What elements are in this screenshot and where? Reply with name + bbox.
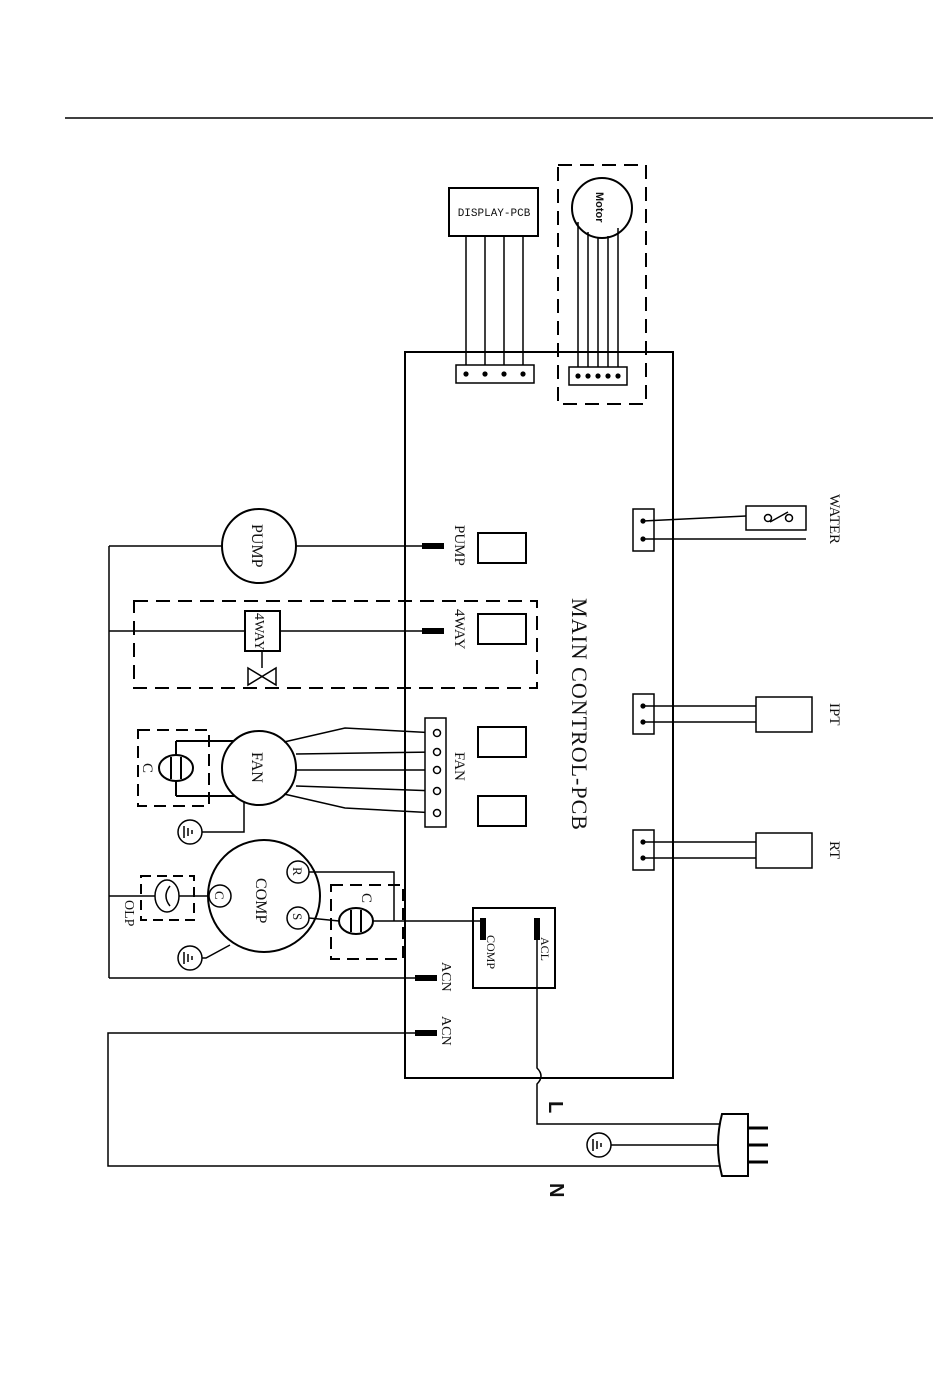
- compressor-terminal-c-label: C: [212, 891, 227, 900]
- rt-sensor: [756, 833, 812, 868]
- rt-label: RT: [826, 841, 842, 859]
- acn-2-label: ACN: [438, 1016, 453, 1046]
- ipt-sensor: [756, 697, 812, 732]
- neutral-label: N: [545, 1183, 567, 1197]
- olp-symbol: [155, 880, 179, 912]
- compressor-terminal-r-label: R: [290, 867, 305, 876]
- rt-connector: [633, 830, 654, 870]
- fan-ground-icon: [178, 820, 202, 844]
- display-pcb-wires: [466, 236, 523, 374]
- fourway-dashed-group: [134, 601, 537, 688]
- compressor-label: COMP: [252, 878, 269, 923]
- ipt-label: IPT: [826, 703, 842, 726]
- motor-label: Motor: [593, 192, 605, 223]
- live-wire: [537, 940, 723, 1124]
- fourway-relay: [478, 614, 526, 644]
- display-pcb-label: DISPLAY-PCB: [458, 208, 531, 220]
- fan-connector-label: FAN: [451, 752, 467, 781]
- main-control-pcb-label: MAIN CONTROL-PCB: [567, 598, 592, 831]
- fan-wires: [284, 728, 437, 813]
- compressor-terminal-s-label: S: [290, 913, 305, 920]
- water-label: WATER: [826, 494, 842, 544]
- plug-prongs: [748, 1128, 768, 1162]
- compressor-capacitor-label: C: [358, 893, 374, 903]
- fourway-valve-icon: [248, 668, 276, 685]
- fourway-label: 4WAY: [251, 613, 266, 651]
- fourway-connector-label: 4WAY: [451, 609, 467, 649]
- relay-acl-label: ACL: [538, 937, 552, 961]
- compressor-capacitor-symbol: [339, 908, 373, 934]
- pump-terminal: [422, 543, 444, 549]
- neutral-wire: [108, 1033, 722, 1166]
- acn-1-label: ACN: [438, 962, 453, 992]
- olp-label: OLP: [121, 900, 136, 927]
- live-label: L: [544, 1101, 566, 1113]
- pump-relay: [478, 533, 526, 563]
- compressor-ground-icon: [178, 946, 202, 970]
- compressor-ground-wire: [202, 945, 230, 958]
- fan-ground-wire: [202, 802, 244, 832]
- ipt-connector: [633, 694, 654, 734]
- water-wire-1: [643, 516, 746, 521]
- fan-label: FAN: [248, 752, 265, 783]
- plug-ground-icon: [587, 1133, 611, 1157]
- fourway-terminal: [422, 628, 444, 634]
- pump-connector-label: PUMP: [451, 525, 467, 566]
- fan-relay-2: [478, 796, 526, 826]
- fan-relay-1: [478, 727, 526, 757]
- fan-capacitor-label: C: [139, 763, 155, 773]
- pump-label: PUMP: [248, 524, 265, 568]
- acn-1-terminal: [415, 975, 437, 981]
- water-connector: [633, 509, 654, 551]
- relay-comp-label: COMP: [484, 935, 498, 969]
- plug-icon: [718, 1114, 748, 1176]
